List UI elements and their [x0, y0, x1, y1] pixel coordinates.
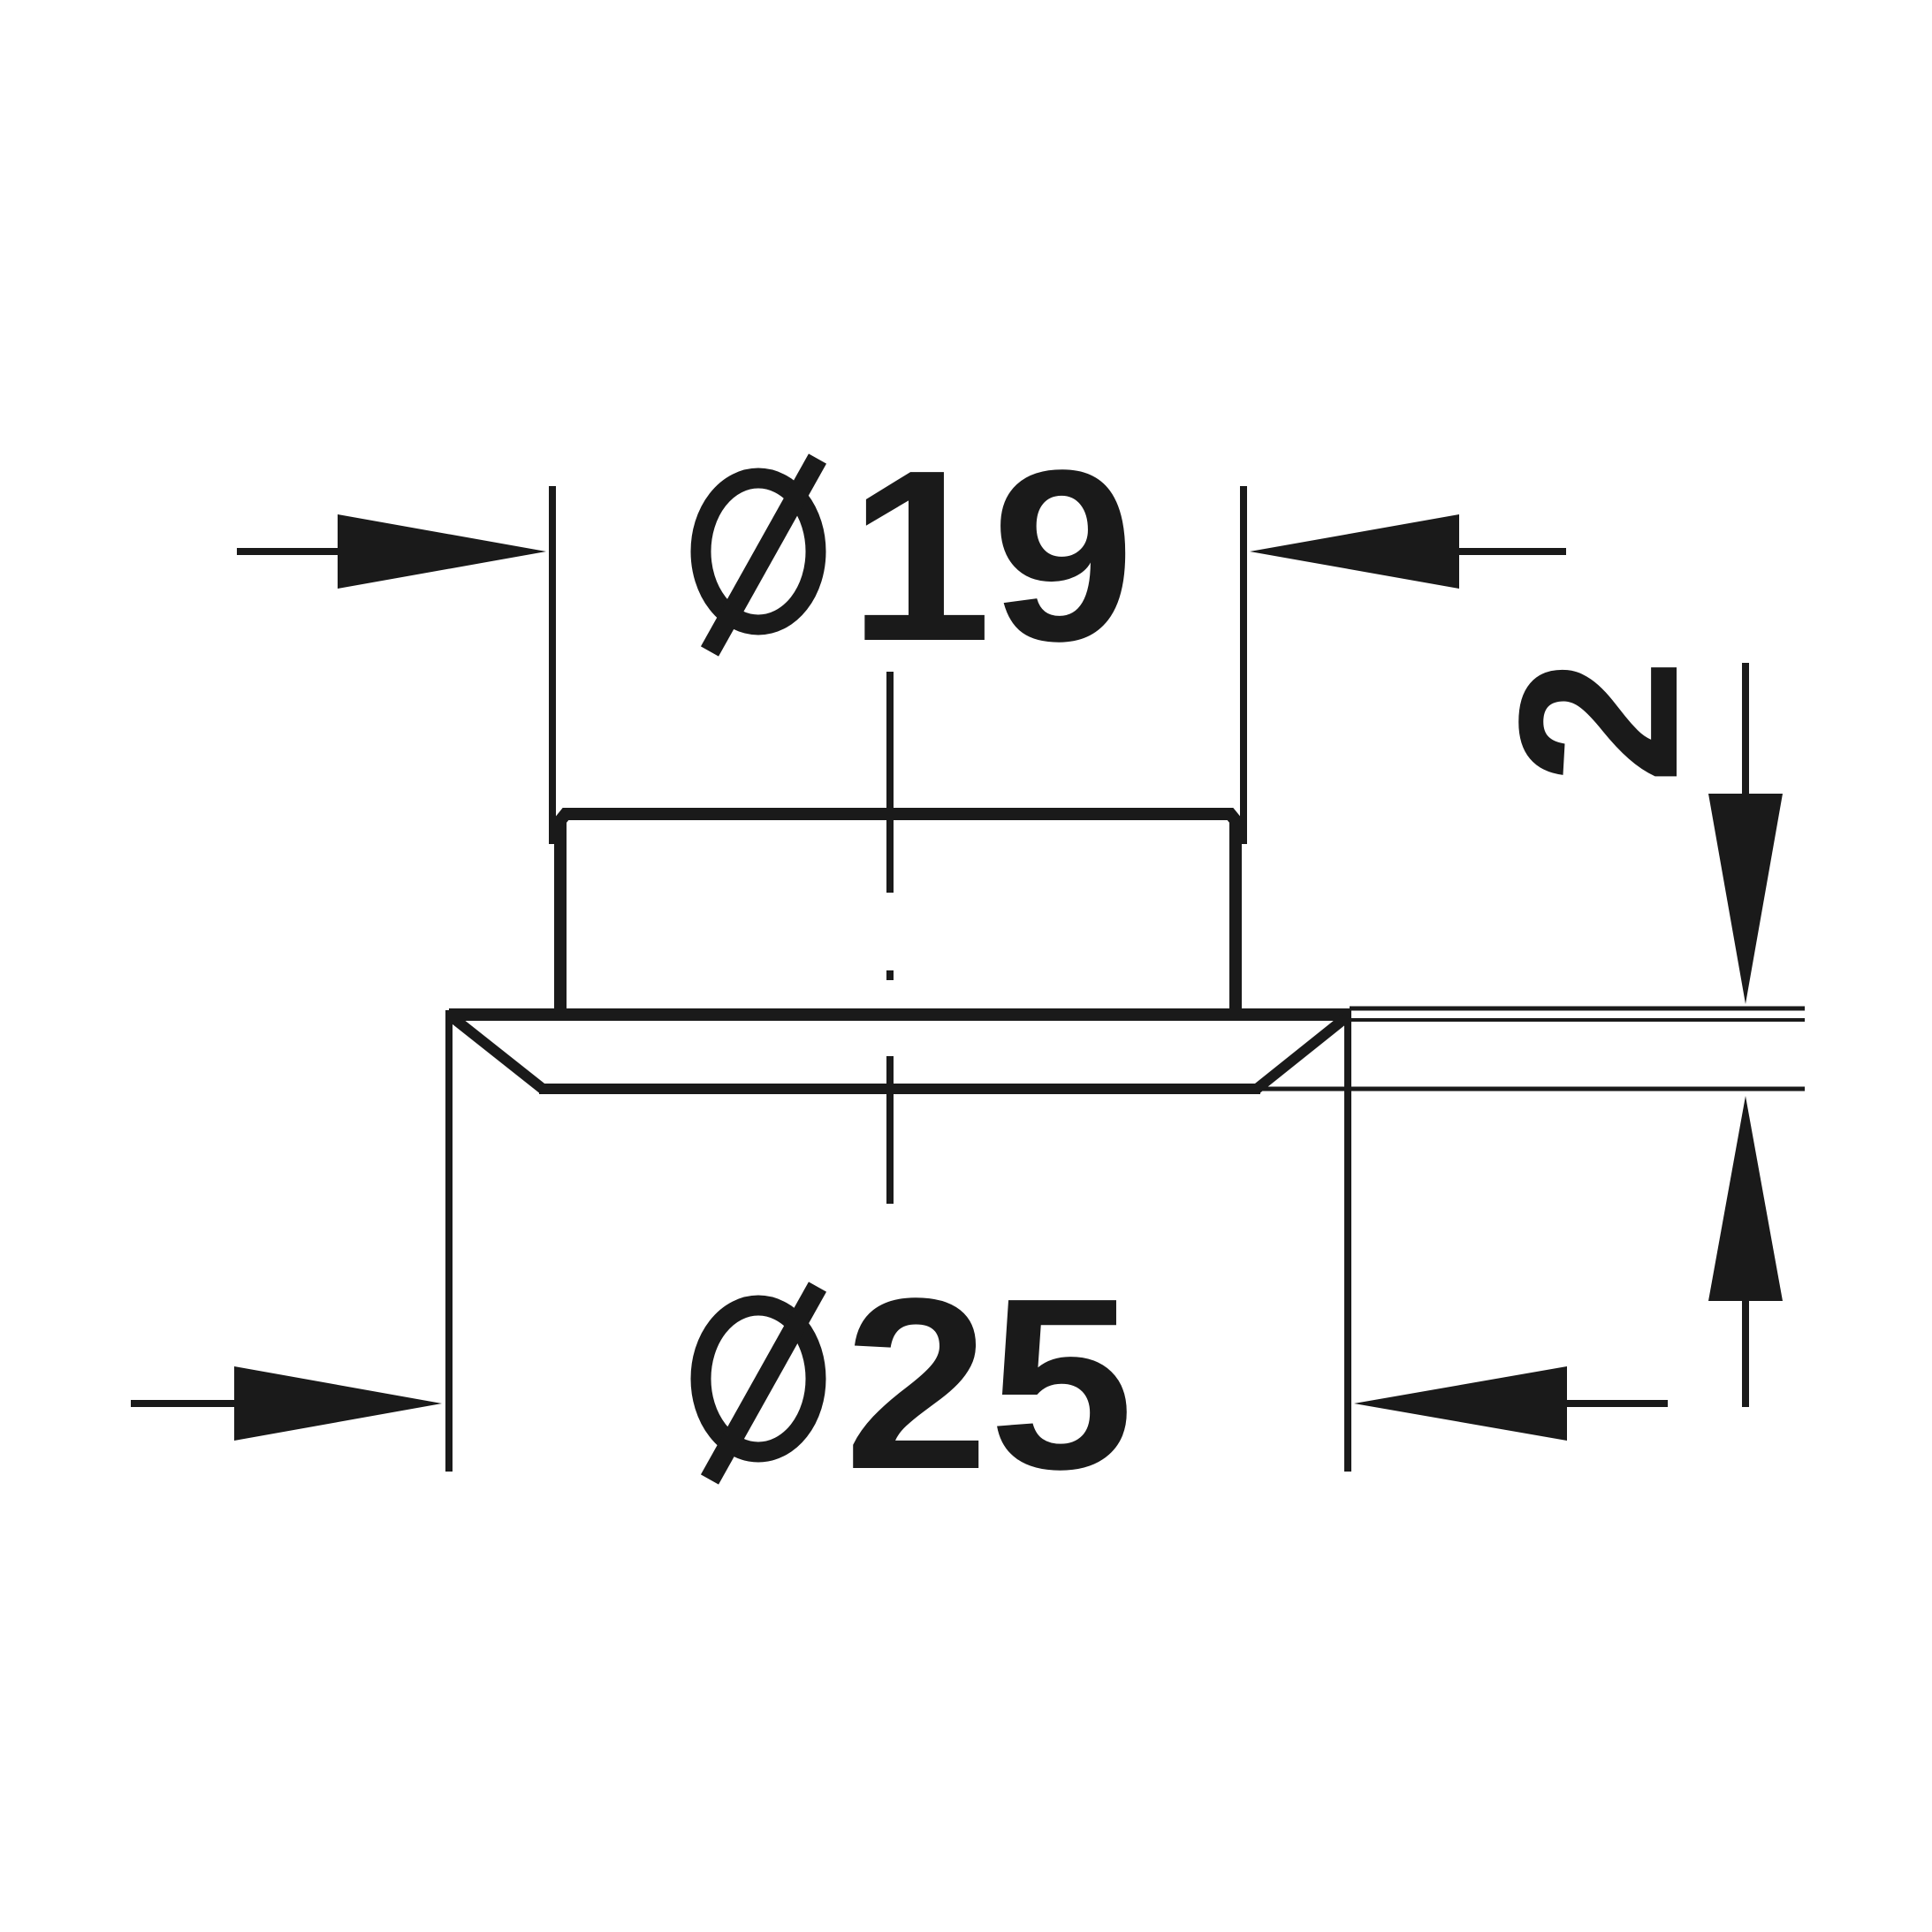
cylinder-top-edge [549, 808, 1247, 833]
thickness-arrow-top [1708, 794, 1783, 1004]
top-dimension-arrow-right [1250, 514, 1459, 589]
flange-right-chamfer [1253, 1014, 1349, 1093]
diameter-symbol-top [690, 453, 827, 657]
thickness-dimension [1708, 663, 1783, 1407]
bottom-diameter-value: 25 [844, 1248, 1134, 1520]
diameter-symbol-bottom [690, 1282, 827, 1485]
flange-thickness-value: 2 [1472, 658, 1725, 784]
flange-left-chamfer [450, 1014, 546, 1093]
part-outline [449, 808, 1805, 1094]
bottom-dimension-arrow-right [1354, 1366, 1567, 1441]
top-diameter-dimension [237, 486, 1566, 844]
label-top-diameter: 19 [690, 420, 1135, 692]
top-diameter-value: 19 [848, 420, 1135, 692]
label-bottom-diameter: 25 [690, 1248, 1134, 1520]
top-dimension-arrow-left [338, 514, 546, 589]
bottom-dimension-arrow-left [234, 1366, 442, 1441]
bottom-diameter-dimension [131, 1010, 1668, 1472]
thickness-arrow-bottom [1708, 1096, 1783, 1301]
